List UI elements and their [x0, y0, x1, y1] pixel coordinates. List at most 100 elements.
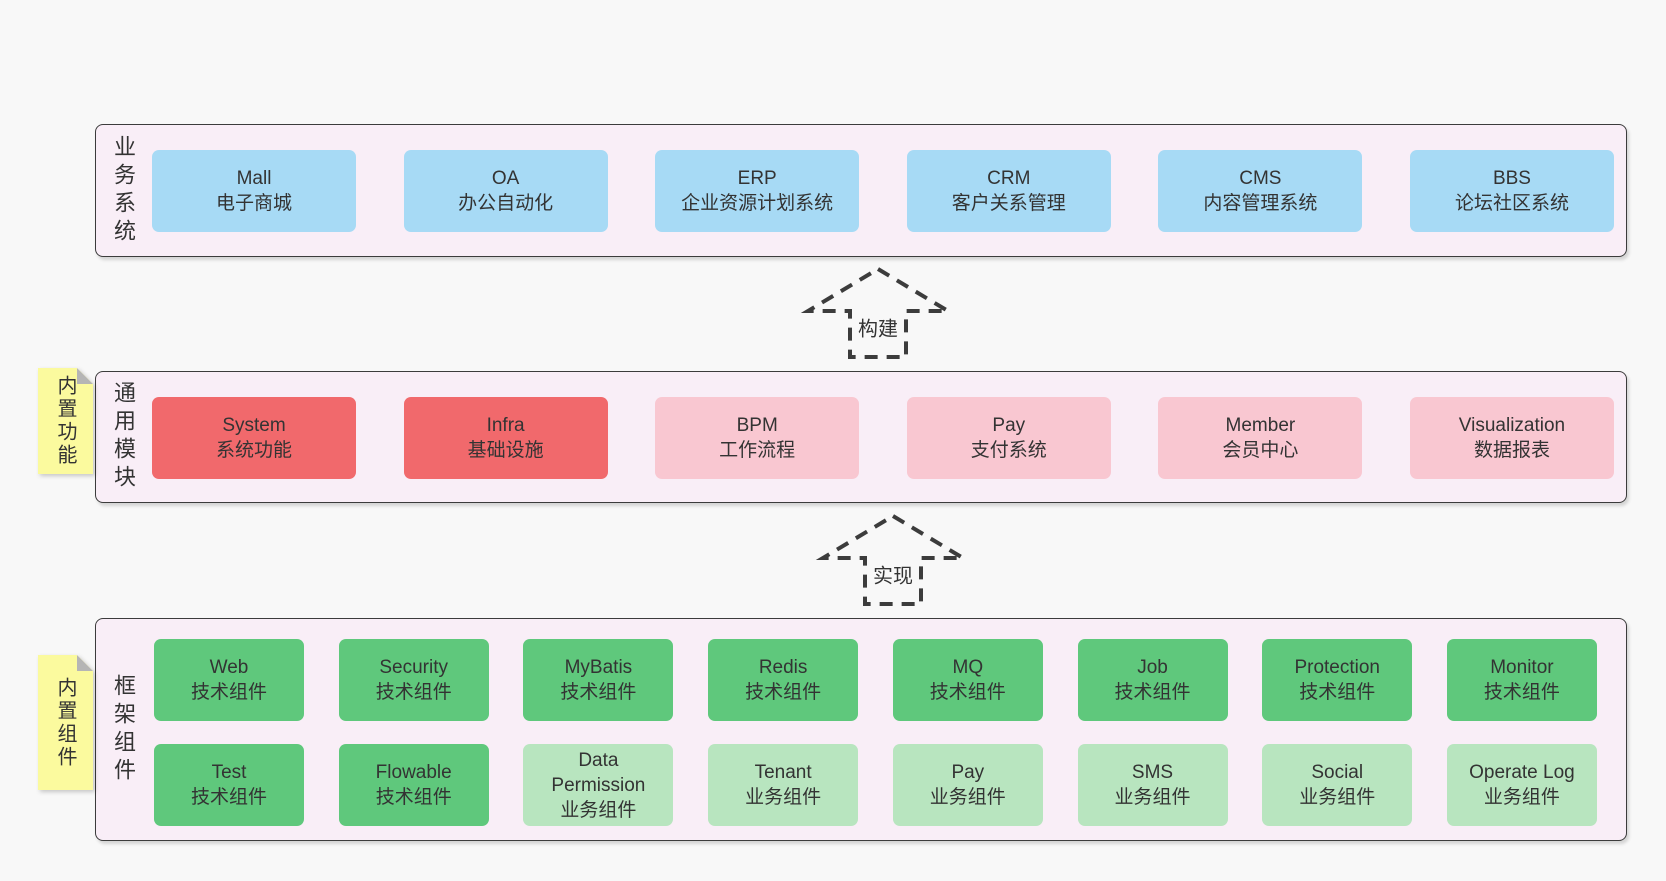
node-subtitle: 业务组件 [1299, 787, 1376, 808]
node-title: Data Permission [551, 749, 646, 796]
node-subtitle: 支付系统 [970, 440, 1047, 461]
node-title: Protection [1294, 657, 1380, 678]
node-subtitle: 技术组件 [560, 682, 637, 703]
node-subtitle: 工作流程 [719, 440, 796, 461]
node-subtitle: 论坛社区系统 [1454, 193, 1569, 214]
node-subtitle: 技术组件 [745, 682, 822, 703]
node-mybatis: MyBatis 技术组件 [523, 639, 674, 721]
node-title: OA [491, 168, 520, 189]
node-bpm: BPM 工作流程 [655, 397, 860, 479]
node-subtitle: 系统功能 [215, 440, 292, 461]
node-subtitle: 内容管理系统 [1203, 193, 1318, 214]
node-crm: CRM 客户关系管理 [906, 150, 1111, 232]
band-framework-label: 框架组件 [111, 673, 136, 786]
node-subtitle: 技术组件 [375, 787, 452, 808]
node-subtitle: 业务组件 [1483, 787, 1560, 808]
node-subtitle: 客户关系管理 [951, 193, 1066, 214]
node-social: Social 业务组件 [1262, 744, 1413, 826]
band-business-systems: 业务系统 Mall 电子商城 OA 办公自动化 ERP 企业资源计划系统 CRM 客户关系管理… [95, 124, 1627, 257]
node-title: Flowable [375, 762, 452, 783]
node-title: Pay [992, 415, 1026, 436]
node-oa: OA 办公自动化 [403, 150, 608, 232]
node-subtitle: 技术组件 [375, 682, 452, 703]
node-title: Pay [951, 762, 985, 783]
node-subtitle: 技术组件 [1483, 682, 1560, 703]
node-bbs: BBS 论坛社区系统 [1409, 150, 1614, 232]
node-title: Redis [758, 657, 808, 678]
node-title: Web [209, 657, 249, 678]
node-title: SMS [1131, 762, 1174, 783]
folded-corner-icon [77, 368, 93, 384]
arrow-build: 构建 [790, 260, 970, 365]
node-redis: Redis 技术组件 [708, 639, 859, 721]
sticky-built-in-features: 内置功能 [38, 368, 93, 474]
node-job: Job 技术组件 [1077, 639, 1228, 721]
node-subtitle: 会员中心 [1222, 440, 1299, 461]
node-subtitle: 办公自动化 [458, 193, 554, 214]
node-security: Security 技术组件 [338, 639, 489, 721]
node-title: MQ [952, 657, 984, 678]
arrow-build-label: 构建 [855, 312, 901, 342]
node-title: Mall [236, 168, 272, 189]
node-test: Test 技术组件 [154, 744, 304, 826]
node-sms: SMS 业务组件 [1077, 744, 1228, 826]
node-subtitle: 业务组件 [1114, 787, 1191, 808]
arrow-build-shape [800, 266, 956, 359]
node-system: System 系统功能 [152, 397, 356, 479]
node-title: Monitor [1490, 657, 1554, 678]
node-infra: Infra 基础设施 [403, 397, 608, 479]
node-title: Member [1225, 415, 1296, 436]
node-monitor: Monitor 技术组件 [1446, 639, 1597, 721]
node-title: ERP [737, 168, 777, 189]
node-title: Social [1311, 762, 1364, 783]
node-title: Security [379, 657, 449, 678]
node-title: Visualization [1458, 415, 1566, 436]
node-subtitle: 技术组件 [1299, 682, 1376, 703]
node-title: Tenant [754, 762, 812, 783]
node-title: Infra [486, 415, 525, 436]
node-subtitle: 电子商城 [215, 193, 292, 214]
node-subtitle: 技术组件 [1114, 682, 1191, 703]
arrow-implement-label: 实现 [870, 559, 916, 589]
node-title: BPM [736, 415, 778, 436]
arrow-implement-shape [815, 513, 971, 606]
node-title: Job [1137, 657, 1168, 678]
node-member: Member 会员中心 [1158, 397, 1363, 479]
node-subtitle: 技术组件 [190, 787, 267, 808]
node-subtitle: 技术组件 [929, 682, 1006, 703]
node-title: BBS [1492, 168, 1531, 189]
sticky-built-in-features-text: 内置功能 [54, 375, 76, 467]
node-title: CRM [987, 168, 1031, 189]
node-pay: Pay 支付系统 [906, 397, 1111, 479]
node-mall: Mall 电子商城 [152, 150, 356, 232]
band-business-row: Mall 电子商城 OA 办公自动化 ERP 企业资源计划系统 CRM 客户关系管理 CMS 内容… [96, 150, 1626, 232]
node-subtitle: 企业资源计划系统 [681, 193, 834, 214]
sticky-built-in-components-text: 内置组件 [54, 676, 76, 769]
band-business-label: 业务系统 [111, 134, 136, 247]
node-title: Test [211, 762, 247, 783]
node-subtitle: 数据报表 [1473, 440, 1550, 461]
node-cms: CMS 内容管理系统 [1158, 150, 1363, 232]
node-visualization: Visualization 数据报表 [1409, 397, 1614, 479]
node-protection: Protection 技术组件 [1262, 639, 1413, 721]
node-subtitle: 基础设施 [467, 440, 544, 461]
sticky-built-in-components: 内置组件 [38, 655, 93, 790]
arrow-implement: 实现 [805, 507, 985, 612]
node-flowable: Flowable 技术组件 [338, 744, 489, 826]
node-title: MyBatis [564, 657, 633, 678]
node-title: CMS [1239, 168, 1282, 189]
node-mq: MQ 技术组件 [892, 639, 1043, 721]
folded-corner-icon [77, 655, 93, 671]
node-title: System [222, 415, 286, 436]
band-modules-label: 通用模块 [111, 381, 136, 493]
band-modules-row: System 系统功能 Infra 基础设施 BPM 工作流程 Pay 支付系统 Member 会… [96, 397, 1626, 479]
